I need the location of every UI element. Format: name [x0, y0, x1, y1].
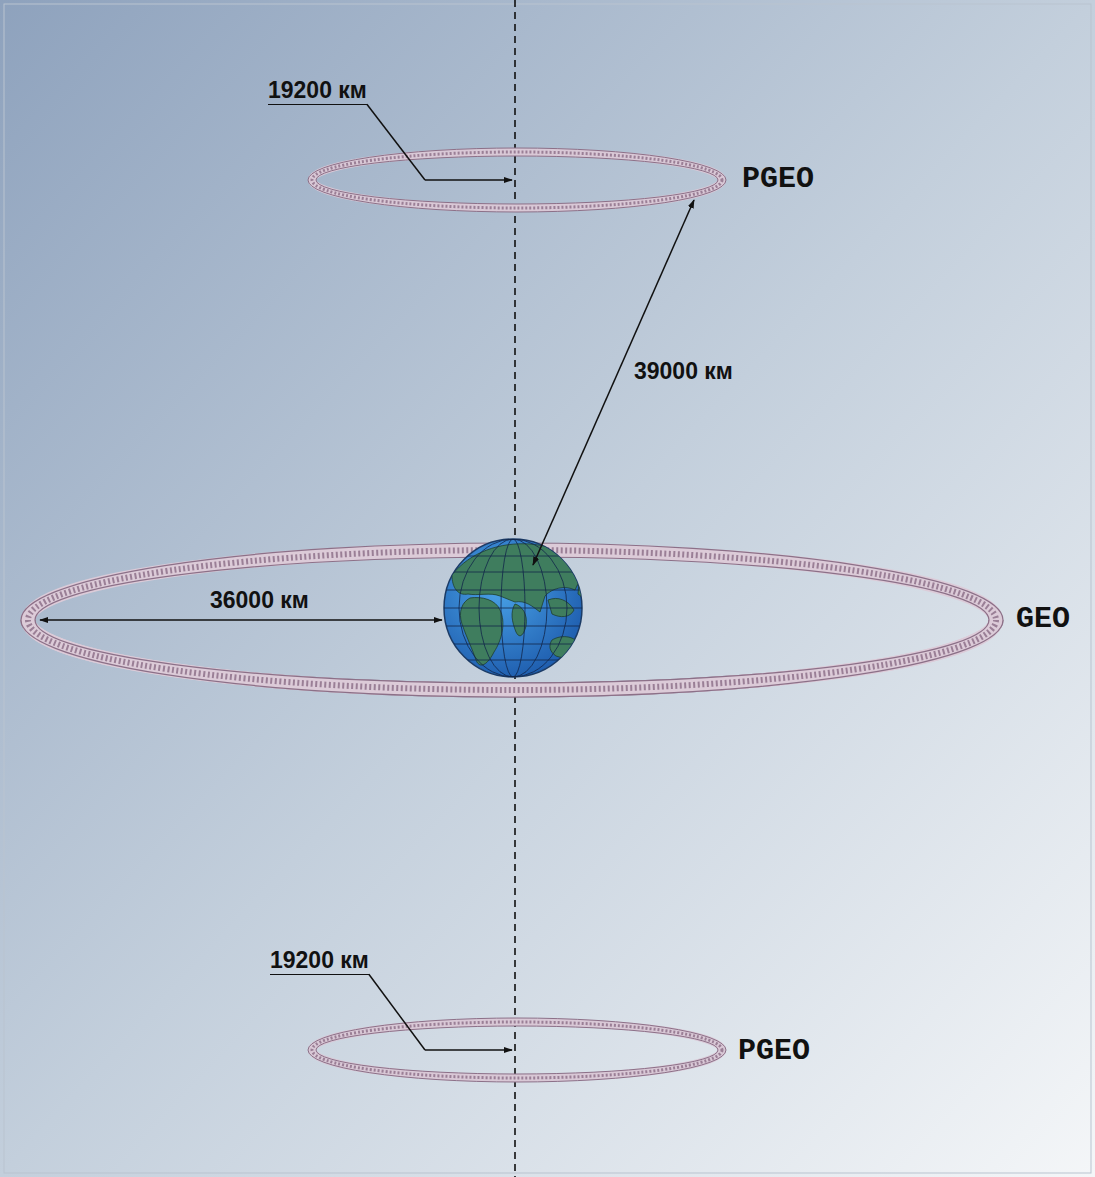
- radius-arrow: [425, 1049, 512, 1051]
- dimension-label: 39000 км: [634, 359, 733, 384]
- dimension-label: 19200 км: [268, 78, 367, 105]
- pgeo-ring: [308, 148, 726, 212]
- orbit-name: PGEO: [742, 163, 814, 196]
- orbit-name: PGEO: [738, 1035, 810, 1068]
- orbit-name: GEO: [1016, 603, 1070, 636]
- pgeo-ring: [308, 1018, 726, 1082]
- leader-line: [369, 974, 425, 1050]
- altitude-arrow: [40, 619, 442, 621]
- radius-arrow: [425, 179, 512, 181]
- dimension-label: 36000 км: [210, 588, 309, 613]
- frame: [4, 4, 1091, 1173]
- earth-globe: [444, 539, 589, 677]
- geo-ring-front: [21, 620, 1003, 697]
- leader-line: [367, 104, 425, 180]
- dimension-label: 19200 км: [270, 948, 369, 975]
